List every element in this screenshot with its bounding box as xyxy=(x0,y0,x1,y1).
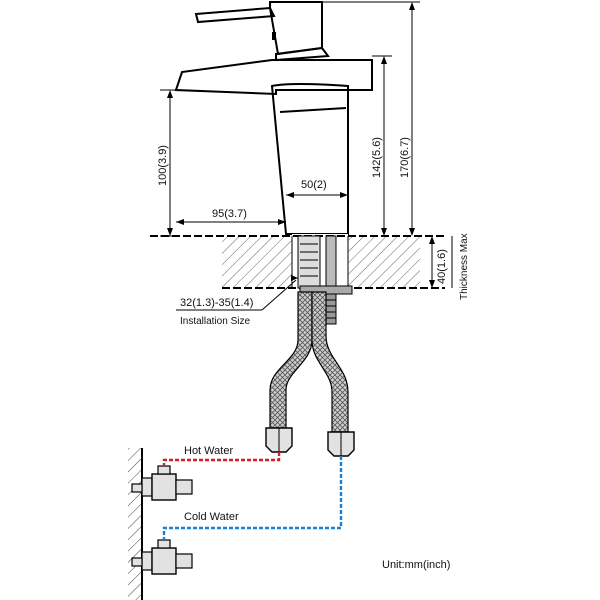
svg-text:95(3.7): 95(3.7) xyxy=(212,208,247,220)
dimension-deck-thickness: 40(1.6) Thickness Max xyxy=(429,233,470,300)
handle-cap xyxy=(269,1,323,56)
cold-water-label: Cold Water xyxy=(184,511,239,523)
svg-text:Thickness Max: Thickness Max xyxy=(459,233,470,300)
units-note: Unit:mm(inch) xyxy=(382,559,450,571)
countertop-section xyxy=(150,234,445,290)
handle-lever xyxy=(194,6,276,24)
svg-text:Installation Size: Installation Size xyxy=(180,316,250,327)
hot-angle-valve xyxy=(131,465,193,501)
dimension-hole-size: 32(1.3)-35(1.4) Installation Size xyxy=(176,275,298,327)
svg-text:142(5.6): 142(5.6) xyxy=(371,137,383,178)
svg-text:40(1.6): 40(1.6) xyxy=(436,249,448,284)
dimension-spout-height: 100(3.9) xyxy=(157,89,176,237)
svg-text:50(2): 50(2) xyxy=(301,179,327,191)
svg-text:170(6.7): 170(6.7) xyxy=(399,137,411,178)
svg-text:100(3.9): 100(3.9) xyxy=(157,145,169,186)
dimension-body-height: 142(5.6) xyxy=(371,55,392,236)
hot-water-line xyxy=(162,452,281,466)
dimension-spout-reach: 95(3.7) xyxy=(176,208,286,225)
cold-angle-valve xyxy=(131,539,193,575)
hot-supply-hose xyxy=(269,291,313,429)
spout xyxy=(174,59,373,96)
dimension-overall-height: 170(6.7) xyxy=(322,1,420,236)
svg-text:32(1.3)-35(1.4): 32(1.3)-35(1.4) xyxy=(180,297,253,309)
wall-valves xyxy=(128,448,193,600)
faucet-body xyxy=(270,83,349,235)
faucet xyxy=(174,1,373,235)
supply-hoses xyxy=(265,291,355,457)
hot-water-label: Hot Water xyxy=(184,445,233,457)
cold-water-line xyxy=(162,456,343,540)
dimension-body-width: 50(2) xyxy=(286,179,348,198)
